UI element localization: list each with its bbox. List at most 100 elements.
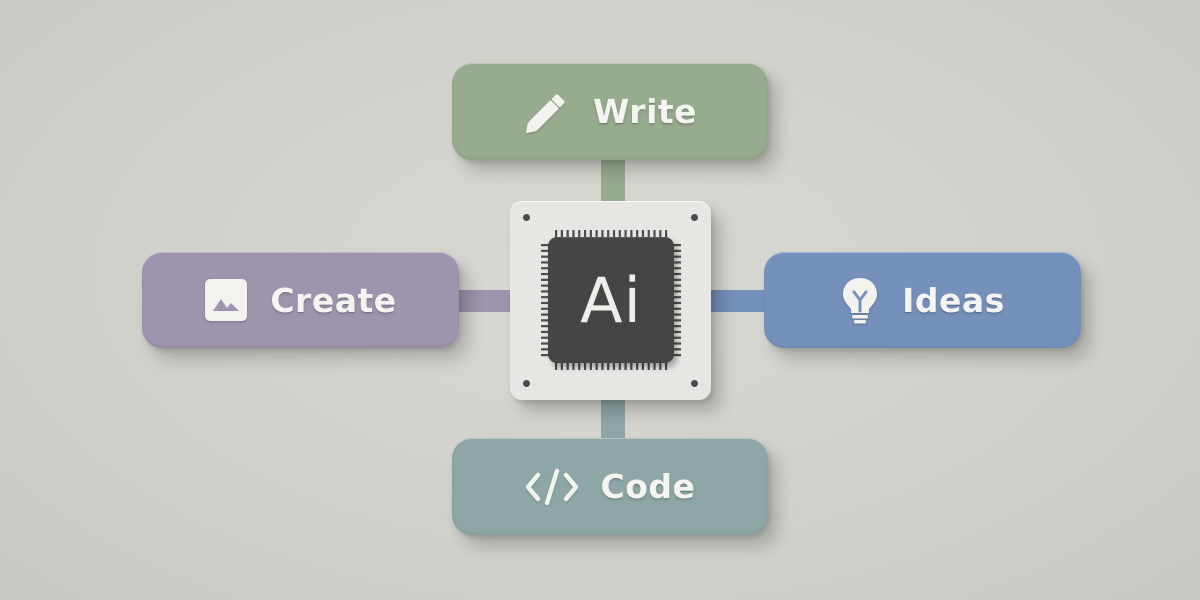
chip-pin	[618, 230, 621, 238]
connector-code	[601, 398, 625, 442]
write-card: Write	[452, 63, 768, 160]
screw-icon	[691, 380, 698, 387]
chip-pin	[566, 362, 569, 370]
chip-pin	[673, 313, 681, 316]
chip-pin	[673, 261, 681, 264]
connector-create	[458, 290, 512, 312]
chip-pin	[673, 330, 681, 334]
chip-pin	[541, 249, 549, 252]
chip-pin	[647, 362, 650, 370]
chip-pin	[560, 230, 563, 238]
pencil-icon	[523, 88, 571, 136]
chip-pin	[673, 301, 681, 305]
chip-pin	[541, 255, 549, 258]
chip-label: Ai	[580, 263, 642, 337]
chip-pin	[578, 230, 581, 238]
chip-pin	[673, 336, 681, 339]
chip-pin	[673, 255, 681, 258]
chip-pin	[673, 267, 681, 270]
chip-pin	[624, 362, 627, 370]
chip-pin	[647, 230, 650, 238]
chip-pin	[572, 362, 575, 370]
chip-pin	[583, 230, 587, 238]
chip-pin	[673, 278, 681, 281]
ai-chip-board: Ai	[510, 201, 711, 400]
chip-pin	[636, 362, 639, 370]
connector-write	[601, 156, 625, 202]
write-label: Write	[592, 92, 698, 131]
chip-pin	[673, 249, 681, 252]
create-label: Create	[270, 280, 397, 320]
chip-pin	[541, 272, 549, 276]
create-card: Create	[142, 252, 459, 348]
chip-pin	[673, 325, 681, 328]
chip-pin	[589, 362, 592, 370]
chip-pin	[641, 230, 645, 238]
chip-pin	[541, 336, 549, 339]
chip-pin	[618, 362, 621, 370]
screw-icon	[523, 380, 530, 387]
chip-pin	[653, 362, 656, 370]
screw-icon	[691, 214, 698, 221]
chip-pin	[541, 301, 549, 305]
chip-pin	[541, 354, 549, 357]
chip-pin	[589, 230, 592, 238]
chip-pin	[673, 319, 681, 322]
chip-pin	[595, 362, 598, 370]
chip-pins	[541, 230, 681, 370]
lightbulb-icon	[840, 276, 880, 324]
chip-pin	[541, 261, 549, 264]
chip-pin	[541, 267, 549, 270]
chip-pin	[541, 244, 549, 247]
image-icon	[204, 278, 248, 322]
chip-pin	[607, 362, 610, 370]
chip-pin	[659, 230, 662, 238]
code-label: Code	[600, 467, 696, 506]
chip-pin	[601, 230, 604, 238]
chip-pin	[630, 362, 633, 370]
chip-pin	[624, 230, 627, 238]
chip-pin	[560, 362, 563, 370]
chip-pin	[555, 362, 558, 370]
chip-pin	[612, 230, 616, 238]
chip-pin	[541, 296, 549, 299]
chip-pin	[541, 325, 549, 328]
chip-pin	[601, 362, 604, 370]
chip-pin	[583, 362, 587, 370]
chip-pin	[607, 230, 610, 238]
chip-pin	[541, 284, 549, 287]
chip-pin	[665, 230, 668, 238]
chip-pin	[541, 313, 549, 316]
chip-pin	[630, 230, 633, 238]
chip-pin	[673, 354, 681, 357]
ai-chip: Ai	[548, 237, 674, 363]
chip-pin	[673, 284, 681, 287]
chip-pin	[541, 290, 549, 293]
chip-pin	[673, 342, 681, 345]
chip-pin	[566, 230, 569, 238]
chip-pin	[572, 230, 575, 238]
chip-pin	[665, 362, 668, 370]
screw-icon	[523, 214, 530, 221]
chip-pin	[541, 278, 549, 281]
chip-pin	[673, 348, 681, 351]
chip-pin	[636, 230, 639, 238]
chip-pin	[541, 307, 549, 310]
chip-pin	[673, 272, 681, 276]
chip-pin	[673, 296, 681, 299]
chip-pin	[673, 307, 681, 310]
chip-pin	[541, 342, 549, 345]
chip-pin	[555, 230, 558, 238]
ideas-label: Ideas	[902, 280, 1005, 320]
chip-pin	[641, 362, 645, 370]
chip-pin	[578, 362, 581, 370]
chip-pin	[595, 230, 598, 238]
chip-pin	[673, 290, 681, 293]
code-card: Code	[452, 438, 768, 535]
connector-ideas	[710, 290, 766, 312]
ideas-card: Ideas	[764, 252, 1081, 348]
chip-pin	[541, 348, 549, 351]
chip-pin	[653, 230, 656, 238]
chip-pin	[673, 244, 681, 247]
